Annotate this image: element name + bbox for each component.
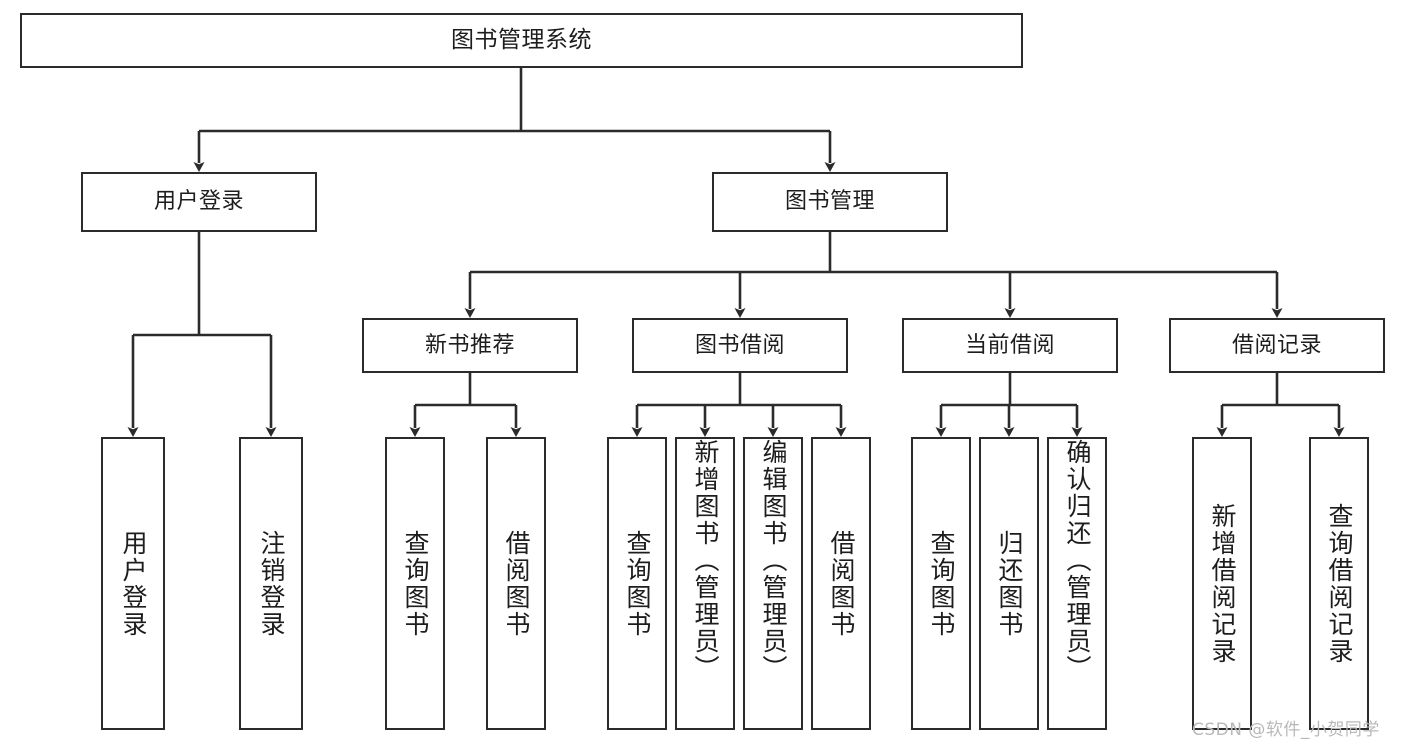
node-leaf-query-book-3[interactable]: 查询图书 bbox=[911, 437, 971, 730]
node-leaf-query-book-1[interactable]: 查询图书 bbox=[385, 437, 445, 730]
node-book-manage-label: 图书管理 bbox=[784, 189, 875, 214]
node-leaf-query-book-2[interactable]: 查询图书 bbox=[607, 437, 667, 730]
node-leaf-user-login[interactable]: 用户登录 bbox=[101, 437, 165, 730]
node-book-borrow[interactable]: 图书借阅 bbox=[632, 318, 848, 373]
node-root[interactable]: 图书管理系统 bbox=[20, 13, 1023, 68]
node-leaf-user-login-label: 用户登录 bbox=[119, 529, 148, 638]
node-leaf-borrow-book-1[interactable]: 借阅图书 bbox=[486, 437, 546, 730]
node-leaf-confirm-return[interactable]: 确认归还（管理员） bbox=[1047, 437, 1107, 730]
node-leaf-edit-book-label: 编辑图书（管理员） bbox=[759, 439, 788, 682]
node-book-manage[interactable]: 图书管理 bbox=[712, 172, 948, 232]
csdn-watermark: CSDN @软件_小贺同学 bbox=[1192, 720, 1380, 740]
node-new-book-rec[interactable]: 新书推荐 bbox=[362, 318, 578, 373]
node-book-borrow-label: 图书借阅 bbox=[694, 332, 785, 358]
node-leaf-add-record-label: 新增借阅记录 bbox=[1208, 502, 1237, 665]
node-leaf-borrow-book-1-label: 借阅图书 bbox=[502, 529, 531, 638]
node-leaf-query-record-label: 查询借阅记录 bbox=[1325, 502, 1354, 665]
node-leaf-confirm-return-label: 确认归还（管理员） bbox=[1063, 439, 1092, 682]
node-leaf-add-book-label: 新增图书（管理员） bbox=[691, 439, 720, 682]
node-leaf-query-book-2-label: 查询图书 bbox=[623, 529, 652, 638]
node-user-login[interactable]: 用户登录 bbox=[81, 172, 317, 232]
node-current-borrow-label: 当前借阅 bbox=[964, 332, 1055, 358]
node-leaf-logout[interactable]: 注销登录 bbox=[239, 437, 303, 730]
node-user-login-label: 用户登录 bbox=[153, 189, 244, 214]
node-leaf-edit-book[interactable]: 编辑图书（管理员） bbox=[743, 437, 803, 730]
node-leaf-query-book-1-label: 查询图书 bbox=[401, 529, 430, 638]
node-leaf-add-book[interactable]: 新增图书（管理员） bbox=[675, 437, 735, 730]
node-leaf-borrow-book-2-label: 借阅图书 bbox=[827, 529, 856, 638]
node-borrow-record[interactable]: 借阅记录 bbox=[1169, 318, 1385, 373]
node-leaf-return-book-label: 归还图书 bbox=[995, 529, 1024, 638]
node-leaf-query-record[interactable]: 查询借阅记录 bbox=[1309, 437, 1369, 730]
node-current-borrow[interactable]: 当前借阅 bbox=[902, 318, 1118, 373]
node-new-book-rec-label: 新书推荐 bbox=[424, 332, 515, 358]
node-leaf-logout-label: 注销登录 bbox=[257, 529, 286, 638]
node-leaf-borrow-book-2[interactable]: 借阅图书 bbox=[811, 437, 871, 730]
node-leaf-return-book[interactable]: 归还图书 bbox=[979, 437, 1039, 730]
node-leaf-add-record[interactable]: 新增借阅记录 bbox=[1192, 437, 1252, 730]
node-root-label: 图书管理系统 bbox=[451, 27, 592, 53]
node-leaf-query-book-3-label: 查询图书 bbox=[927, 529, 956, 638]
node-borrow-record-label: 借阅记录 bbox=[1231, 332, 1322, 358]
